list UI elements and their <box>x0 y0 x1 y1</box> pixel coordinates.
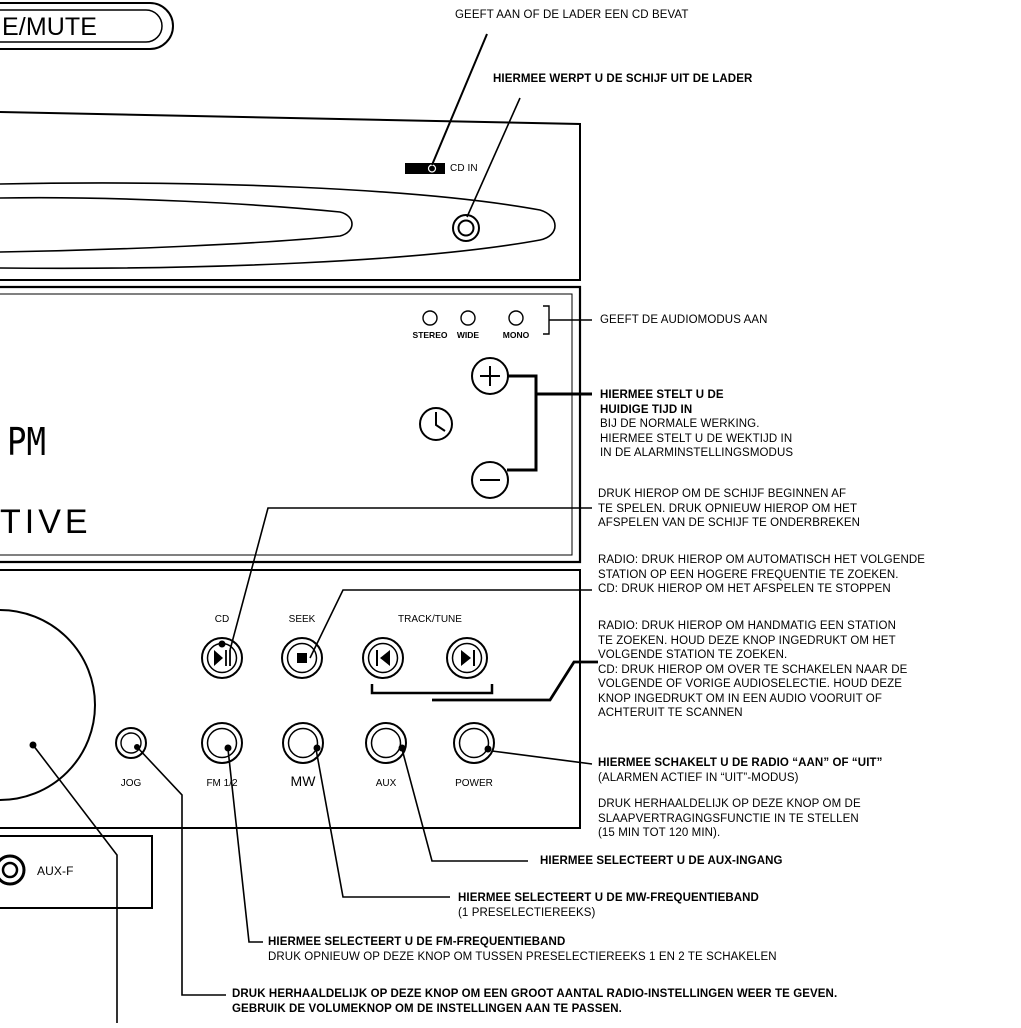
wide-label: WIDE <box>456 330 480 340</box>
next-track-button[interactable] <box>446 637 488 679</box>
fm-label: FM 1/2 <box>206 778 238 789</box>
seek-label: SEEK <box>288 614 316 625</box>
track-tune-label: TRACK/TUNE <box>398 614 462 625</box>
power-label: POWER <box>455 778 493 789</box>
callout-track-tune-line: RADIO: DRUK HIEROP OM HANDMATIG EEN STAT… <box>598 620 896 632</box>
callout-play-pause-line: TE SPELEN. DRUK OPNIEUW HIEROP OM HET <box>598 502 858 515</box>
callout-sleep-line: (15 MIN TOT 120 MIN). <box>598 827 721 839</box>
callout-sleep-line: DRUK HERHAALDELIJK OP DEZE KNOP OM DE <box>598 798 861 810</box>
mono-label: MONO <box>502 330 530 340</box>
callout-track-tune-line: KNOP INGEDRUKT OM IN EEN AUDIO VOORUIT O… <box>598 692 882 705</box>
callout-sleep-line: SLAAPVERTRAGINGSFUNCTIE IN TE STELLEN <box>598 812 859 825</box>
callout-power-line: HIERMEE SCHAKELT U DE RADIO “AAN” OF “UI… <box>598 757 883 769</box>
callout-power: HIERMEE SCHAKELT U DE RADIO “AAN” OF “UI… <box>598 756 882 785</box>
callout-seek-line: STATION OP EEN HOGERE FREQUENTIE TE ZOEK… <box>598 568 899 581</box>
callout-sleep: DRUK HERHAALDELIJK OP DEZE KNOP OM DE SL… <box>598 797 861 841</box>
callout-mw-line: HIERMEE SELECTEERT U DE MW-FREQUENTIEBAN… <box>458 892 759 904</box>
callout-play-pause: DRUK HIEROP OM DE SCHIJF BEGINNEN AF TE … <box>598 487 860 531</box>
mute-label: E/MUTE <box>2 13 98 41</box>
callout-play-pause-line: AFSPELEN VAN DE SCHIJF TE ONDERBREKEN <box>598 517 861 529</box>
cd-in-indicator <box>405 163 445 174</box>
callout-time-set: HIERMEE STELT U DE HUIDIGE TIJD IN BIJ D… <box>600 388 793 461</box>
cd-panel <box>0 111 581 281</box>
callout-jog: DRUK HERHAALDELIJK OP DEZE KNOP OM EEN G… <box>232 987 837 1016</box>
clock-icon <box>419 407 453 441</box>
callout-track-tune: RADIO: DRUK HIEROP OM HANDMATIG EEN STAT… <box>598 619 907 721</box>
cd-label: CD <box>214 614 230 625</box>
aux-label: AUX <box>375 778 397 789</box>
cd-in-label: CD IN <box>450 163 478 174</box>
callout-jog-line: GEBRUIK DE VOLUMEKNOP OM DE INSTELLINGEN… <box>232 1002 622 1015</box>
callout-fm-line: DRUK OPNIEUW OP DEZE KNOP OM TUSSEN PRES… <box>268 950 777 963</box>
callout-track-tune-line: VOLGENDE STATION TE ZOEKEN. <box>598 649 788 661</box>
mw-button[interactable] <box>282 722 324 764</box>
callout-power-line: (ALARMEN ACTIEF IN “UIT”-MODUS) <box>598 771 799 784</box>
callout-cd-in: GEEFT AAN OF DE LADER EEN CD BEVAT <box>455 9 689 21</box>
stereo-led <box>422 310 438 326</box>
stereo-label: STEREO <box>412 330 448 340</box>
aux-f-label: AUX-F <box>37 864 74 878</box>
callout-time-set-line: HIERMEE STELT U DE WEKTIJD IN <box>600 432 793 445</box>
callout-mw-line: (1 PRESELECTIEREEKS) <box>458 906 596 919</box>
brand-logo-text: TIVE <box>0 503 92 541</box>
aux-button[interactable] <box>365 722 407 764</box>
callout-mw: HIERMEE SELECTEERT U DE MW-FREQUENTIEBAN… <box>458 891 759 920</box>
stop-seek-button[interactable] <box>281 637 323 679</box>
callout-aux: HIERMEE SELECTEERT U DE AUX-INGANG <box>540 855 783 867</box>
power-button[interactable] <box>453 722 495 764</box>
play-pause-button[interactable] <box>201 637 243 679</box>
callout-seek: RADIO: DRUK HIEROP OM AUTOMATISCH HET VO… <box>598 553 925 597</box>
display-text: PM <box>7 420 47 464</box>
plus-button[interactable] <box>471 357 509 395</box>
mono-led <box>508 310 524 326</box>
mw-label: MW <box>290 773 316 789</box>
callout-time-set-line: HIERMEE STELT U DE <box>600 389 724 401</box>
mute-button-outline <box>0 1 174 50</box>
callout-time-set-line: BIJ DE NORMALE WERKING. <box>600 418 760 430</box>
callout-time-set-line: HUIDIGE TIJD IN <box>600 403 693 416</box>
callout-eject: HIERMEE WERPT U DE SCHIJF UIT DE LADER <box>493 73 753 85</box>
aux-f-jack-panel <box>0 835 153 909</box>
fm-button[interactable] <box>201 722 243 764</box>
leader-lines <box>32 33 598 1023</box>
control-panel <box>0 569 581 829</box>
jog-label: JOG <box>120 778 142 789</box>
callout-audio-mode: GEEFT DE AUDIOMODUS AAN <box>600 314 768 326</box>
aux-f-jack-icon <box>0 854 26 886</box>
callout-seek-line: RADIO: DRUK HIEROP OM AUTOMATISCH HET VO… <box>598 554 926 566</box>
callout-track-tune-line: VOLGENDE OF VORIGE AUDIOSELECTIE. HOUD D… <box>598 678 902 690</box>
callout-track-tune-line: CD: DRUK HIEROP OM OVER TE SCHAKELEN NAA… <box>598 663 908 676</box>
callout-fm-line: HIERMEE SELECTEERT U DE FM-FREQUENTIEBAN… <box>268 936 566 948</box>
callout-fm: HIERMEE SELECTEERT U DE FM-FREQUENTIEBAN… <box>268 935 777 964</box>
callout-play-pause-line: DRUK HIEROP OM DE SCHIJF BEGINNEN AF <box>598 488 847 500</box>
callout-track-tune-line: TE ZOEKEN. HOUD DEZE KNOP INGEDRUKT OM H… <box>598 634 896 647</box>
display-panel <box>0 285 582 564</box>
minus-button[interactable] <box>471 461 509 499</box>
callout-jog-line: DRUK HERHAALDELIJK OP DEZE KNOP OM EEN G… <box>232 988 838 1000</box>
volume-knob[interactable] <box>0 609 96 801</box>
callout-track-tune-line: ACHTERUIT TE SCANNEN <box>598 707 743 719</box>
wide-led <box>460 310 476 326</box>
jog-button[interactable] <box>115 727 147 759</box>
eject-button[interactable] <box>452 214 480 242</box>
callout-seek-line: CD: DRUK HIEROP OM HET AFSPELEN TE STOPP… <box>598 583 891 595</box>
callout-time-set-line: IN DE ALARMINSTELLINGSMODUS <box>600 447 794 459</box>
previous-track-button[interactable] <box>362 637 404 679</box>
